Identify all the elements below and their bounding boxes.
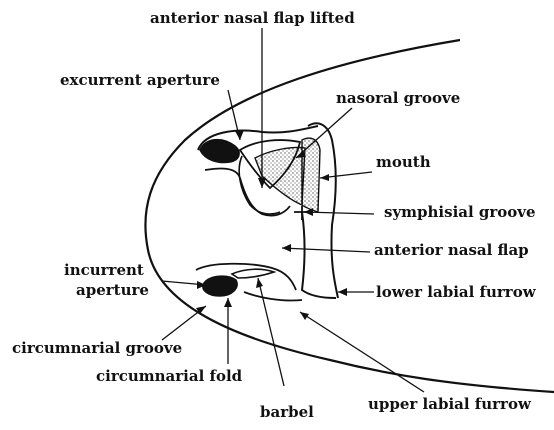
label-incurrent-aperture-1: incurrent — [64, 262, 144, 279]
excurrent-aperture-shape — [200, 140, 239, 163]
incurrent-aperture-shape — [203, 276, 237, 296]
label-symphisial-groove: symphisial groove — [384, 204, 536, 221]
label-barbel: barbel — [260, 404, 314, 421]
label-anterior-nasal-flap: anterior nasal flap — [374, 242, 529, 259]
leader-anterior-flap — [282, 248, 370, 252]
label-excurrent-aperture: excurrent aperture — [60, 72, 220, 89]
label-incurrent-aperture-2: aperture — [76, 282, 149, 299]
label-anterior-nasal-flap-lifted: anterior nasal flap lifted — [150, 10, 355, 27]
leader-upper-labial — [300, 312, 424, 392]
label-upper-labial-furrow: upper labial furrow — [368, 396, 531, 413]
leader-barbel — [258, 278, 284, 386]
label-circumnarial-fold: circumnarial fold — [96, 368, 242, 385]
label-circumnarial-groove: circumnarial groove — [12, 340, 182, 357]
leader-symphisial — [304, 212, 374, 214]
leader-nasoral — [296, 108, 352, 158]
barbel-shape — [232, 269, 274, 278]
label-nasoral-groove: nasoral groove — [336, 90, 460, 107]
label-mouth: mouth — [376, 154, 431, 171]
upper-labial-curve — [244, 292, 302, 301]
mouth-stipple — [302, 138, 320, 212]
label-lower-labial-furrow: lower labial furrow — [376, 284, 536, 301]
